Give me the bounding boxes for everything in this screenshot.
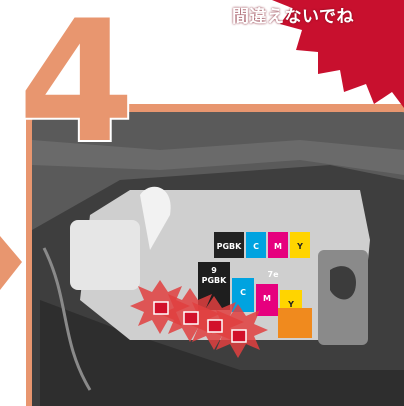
extra-label-7e: 7e — [267, 270, 279, 279]
carriage-right-hole — [330, 266, 356, 300]
printer-front — [40, 300, 404, 406]
front-label-pgbk: 9 PGBK — [201, 266, 227, 285]
lamp-m — [207, 319, 223, 333]
top-tank-m — [268, 232, 288, 258]
top-label-y: Y — [297, 242, 303, 251]
top-tank-y — [290, 232, 310, 258]
top-tank-pgbk — [214, 232, 244, 258]
top-tank-c — [246, 232, 266, 258]
front-tank-c — [232, 278, 254, 312]
front-label-m: M — [263, 294, 271, 303]
lamp-c — [183, 311, 199, 325]
front-label-y: Y — [288, 300, 294, 309]
step-number: 4 — [18, 0, 135, 180]
lamp-y — [231, 329, 247, 343]
warning-caption: 間違えないでね — [232, 7, 354, 27]
printer-curve-edge — [42, 247, 92, 391]
warning-burst — [200, 0, 404, 108]
lamp-pgbk — [153, 301, 169, 315]
top-label-pgbk: PGBK — [216, 242, 242, 251]
carriage-left-block — [70, 220, 140, 290]
top-label-c: C — [253, 242, 259, 251]
front-label-c: C — [240, 288, 246, 297]
carriage-lever — [140, 186, 171, 250]
orange-cap — [278, 308, 312, 338]
left-arrow — [0, 236, 22, 290]
top-label-m: M — [274, 242, 282, 251]
printer-top-edge — [32, 140, 404, 175]
front-tank-m — [256, 284, 278, 316]
